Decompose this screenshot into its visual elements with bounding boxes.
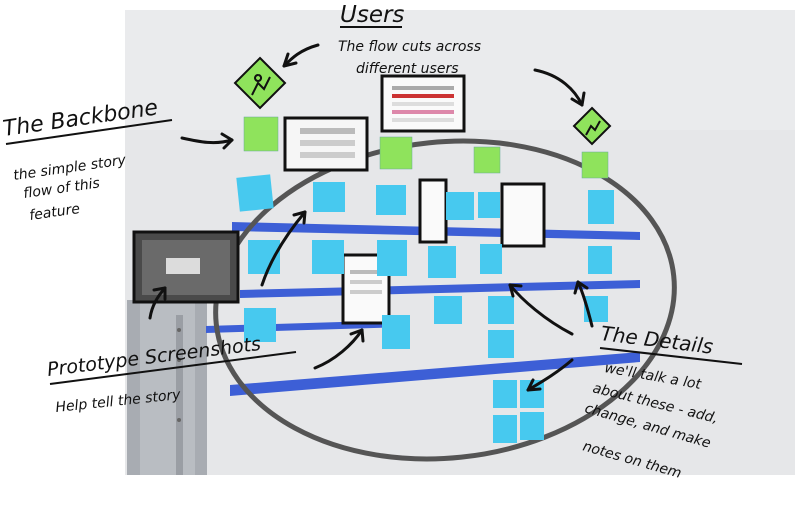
sticky-note bbox=[236, 174, 274, 212]
details-circle bbox=[213, 138, 677, 462]
arrow bbox=[508, 283, 574, 336]
arrow bbox=[576, 280, 594, 328]
sticky-note bbox=[480, 244, 502, 274]
arrow bbox=[260, 210, 307, 287]
sticky-note bbox=[488, 296, 514, 324]
prototype-screenshots bbox=[132, 74, 546, 325]
sticky-note bbox=[581, 151, 609, 179]
users-subtitle-line-2: different users bbox=[356, 61, 459, 77]
sticky-note bbox=[493, 380, 517, 408]
sticky-note bbox=[376, 185, 406, 215]
sticky-note bbox=[588, 190, 614, 224]
screenshot-paper bbox=[500, 182, 546, 248]
backbone-subtitle-line-3: feature bbox=[28, 201, 81, 224]
arrow bbox=[180, 136, 234, 145]
arrow bbox=[148, 286, 167, 320]
sticky-note bbox=[428, 246, 456, 278]
tape-line-2 bbox=[240, 280, 640, 298]
sticky-note bbox=[434, 296, 462, 324]
sticky-note bbox=[478, 192, 500, 218]
sticky-note bbox=[379, 136, 413, 170]
sticky-note bbox=[244, 308, 276, 342]
user-diamond-icon bbox=[572, 106, 612, 146]
sticky-note bbox=[313, 182, 345, 212]
users-subtitle-line-1: The flow cuts across bbox=[338, 39, 481, 55]
sticky-note bbox=[446, 192, 474, 220]
sticky-note bbox=[488, 330, 514, 358]
sticky-note bbox=[312, 240, 344, 274]
sticky-note bbox=[243, 116, 279, 152]
arrow bbox=[313, 328, 364, 370]
tape-line-4 bbox=[230, 352, 640, 396]
screenshot-paper bbox=[418, 178, 448, 244]
door-frame bbox=[127, 300, 207, 475]
arrow bbox=[533, 68, 584, 107]
users-annotation: Users The flow cuts across different use… bbox=[338, 2, 481, 77]
sticky-note bbox=[382, 315, 410, 349]
user-diamond-icon bbox=[233, 56, 287, 110]
users-title: Users bbox=[340, 2, 404, 28]
sticky-note bbox=[377, 240, 407, 276]
detail-stickies bbox=[236, 174, 614, 443]
sticky-note bbox=[588, 246, 612, 274]
sticky-note bbox=[493, 415, 517, 443]
sticky-note bbox=[473, 146, 501, 174]
arrows bbox=[148, 43, 594, 392]
arrow bbox=[526, 358, 574, 392]
sticky-note bbox=[520, 412, 544, 440]
